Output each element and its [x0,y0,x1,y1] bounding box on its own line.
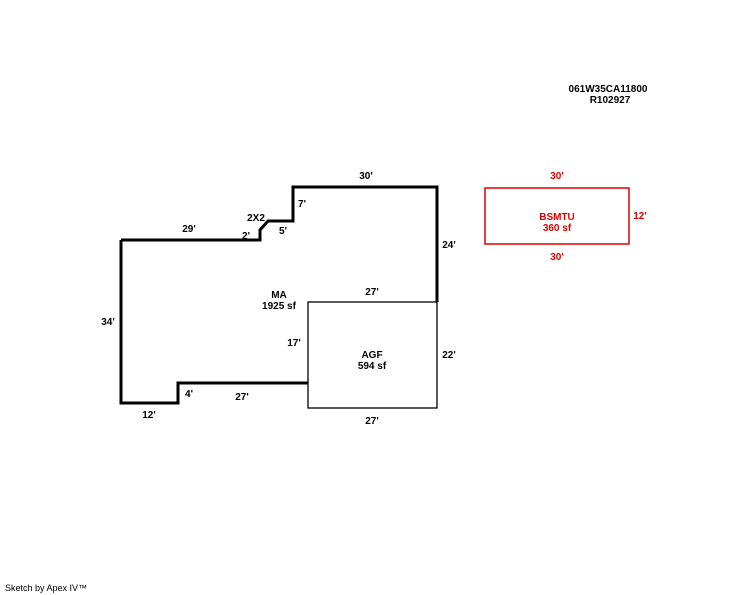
basement-size: 360 sf [543,223,572,234]
dim-main-left: 34' [101,317,115,328]
basement-outline [484,187,630,245]
main-area-outline-lower [119,240,308,405]
dim-basement-right: 12' [633,211,647,222]
garage-outline [307,301,438,409]
sketch-credit: Sketch by Apex IV™ [5,583,88,593]
garage-size: 594 sf [358,361,387,372]
dim-main-step-small: 2X2 [247,213,265,224]
main-area-name: MA [271,290,287,301]
parcel-id: 061W35CA11800 [569,84,648,95]
dim-basement-top: 30' [550,171,564,182]
main-area-outline [121,185,439,302]
main-area-thin-edge [259,186,438,302]
dim-garage-top: 27' [365,287,379,298]
dim-main-bottom-mid: 27' [235,392,249,403]
garage-name: AGF [361,350,382,361]
account-number: R102927 [590,95,631,106]
dim-main-right-upper: 24' [442,240,456,251]
main-area-size: 1925 sf [262,301,297,312]
dim-main-notch: 4' [185,389,193,400]
dim-garage-bottom: 27' [365,416,379,427]
dim-main-bottom-left: 12' [142,410,156,421]
dim-garage-right: 22' [442,350,456,361]
dim-main-step-h: 5' [279,226,287,237]
dim-garage-left: 17' [287,338,301,349]
basement-name: BSMTU [539,212,575,223]
dim-main-top: 30' [359,171,373,182]
dim-main-upper-left: 29' [182,224,196,235]
dim-main-corner: 2' [242,231,250,242]
main-area-bottom-edge [177,382,308,403]
dim-basement-bottom: 30' [550,252,564,263]
dim-main-step-up: 7' [298,199,306,210]
